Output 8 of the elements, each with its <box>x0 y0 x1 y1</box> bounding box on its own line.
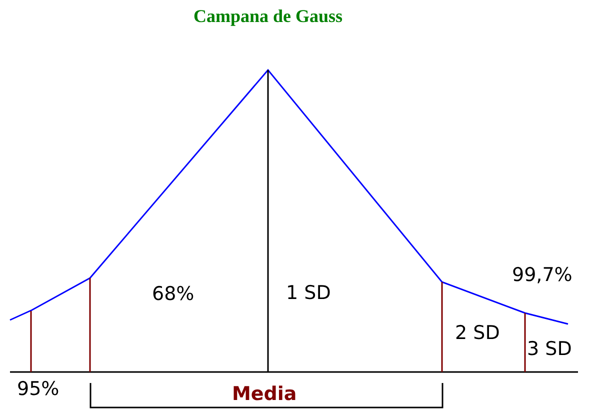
percentage-label: 2 SD <box>455 323 500 344</box>
percentage-label: 68% <box>152 284 194 305</box>
title: Campana de Gauss <box>192 6 344 27</box>
percentage-label: 95% <box>17 379 60 400</box>
percentage-label: 1 SD <box>286 283 331 304</box>
mean-label: Media <box>232 384 297 405</box>
percentage-label: 3 SD <box>527 339 572 360</box>
percentage-label: 99,7% <box>512 265 572 286</box>
